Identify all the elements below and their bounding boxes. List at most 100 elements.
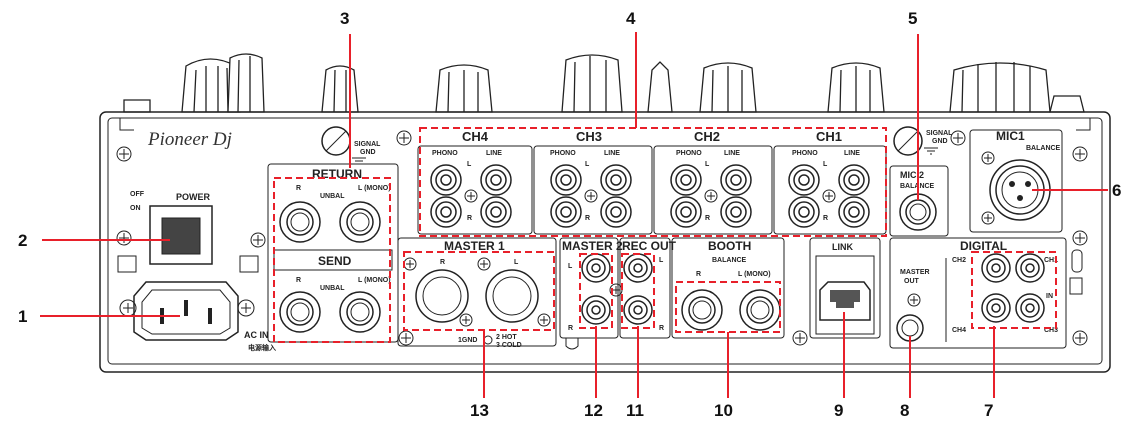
box-booth (675, 281, 781, 333)
svg-text:GND: GND (932, 138, 948, 145)
svg-text:IN: IN (1046, 293, 1053, 300)
callout-12: 12 (584, 401, 603, 420)
callout-5: 5 (908, 9, 917, 28)
svg-text:CH2: CH2 (952, 257, 966, 264)
svg-text:CH1: CH1 (1044, 257, 1058, 264)
svg-text:OFF: OFF (130, 191, 145, 198)
svg-text:R: R (585, 215, 590, 222)
rec-out-output: REC OUT L R (609, 237, 677, 339)
master2-output: MASTER 2 L R (559, 237, 623, 350)
svg-text:R: R (659, 325, 664, 332)
top-knobs (123, 53, 1085, 113)
callout-8: 8 (900, 401, 909, 420)
svg-text:L: L (568, 263, 573, 270)
svg-text:R: R (440, 259, 445, 266)
svg-text:UNBAL: UNBAL (320, 193, 345, 200)
callout-6: 6 (1112, 181, 1121, 200)
svg-text:SIGNAL: SIGNAL (926, 130, 953, 137)
svg-text:LINE: LINE (724, 150, 740, 157)
callout-7: 7 (984, 401, 993, 420)
svg-text:CH1: CH1 (816, 129, 842, 144)
svg-text:GND: GND (360, 149, 376, 156)
svg-text:SIGNAL: SIGNAL (354, 141, 381, 148)
svg-text:MASTER 2: MASTER 2 (562, 239, 623, 253)
svg-text:R: R (696, 271, 701, 278)
svg-text:AC IN: AC IN (244, 330, 269, 340)
svg-text:MIC 2: MIC 2 (900, 170, 924, 180)
svg-text:DIGITAL: DIGITAL (960, 239, 1007, 253)
svg-text:PHONO: PHONO (432, 150, 458, 157)
callout-1: 1 (18, 307, 27, 326)
svg-text:LINE: LINE (604, 150, 620, 157)
svg-text:BALANCE: BALANCE (1026, 145, 1061, 152)
svg-text:L (MONO): L (MONO) (358, 185, 391, 192)
svg-text:3 COLD: 3 COLD (496, 342, 522, 349)
svg-text:LINE: LINE (844, 150, 860, 157)
callout-10: 10 (714, 401, 733, 420)
box-channel-inputs (419, 127, 887, 237)
svg-text:LINE: LINE (486, 150, 502, 157)
master1-output: MASTER 1 R L 1GND 2 HOT 3 COLD (397, 237, 557, 349)
box-digital (971, 251, 1057, 329)
svg-text:SEND: SEND (318, 254, 352, 268)
box-master2 (579, 253, 613, 329)
svg-text:CH3: CH3 (1044, 327, 1058, 334)
svg-text:CH4: CH4 (462, 129, 489, 144)
callout-9: 9 (834, 401, 843, 420)
signal-gnd-right: SIGNAL GND (893, 126, 953, 156)
callout-13: 13 (470, 401, 489, 420)
box-return-send (273, 177, 391, 343)
callout-numbers: 1 2 3 4 5 6 7 8 9 10 11 12 13 (18, 9, 1121, 420)
power-switch: POWER OFF ON (117, 191, 259, 273)
callout-4: 4 (626, 9, 636, 28)
svg-text:PHONO: PHONO (550, 150, 576, 157)
mic1-input: MIC1 BALANCE (969, 129, 1063, 233)
svg-text:2 HOT: 2 HOT (496, 334, 517, 341)
leader-lines (40, 32, 1108, 398)
svg-text:L: L (585, 161, 590, 168)
return-send-section: RETURN R L (MONO) UNBAL SEND R L (MONO) … (267, 163, 399, 343)
svg-text:1GND: 1GND (458, 337, 477, 344)
callout-2: 2 (18, 231, 27, 250)
svg-text:L: L (514, 259, 519, 266)
svg-text:R: R (467, 215, 472, 222)
svg-text:L: L (467, 161, 472, 168)
svg-text:UNBAL: UNBAL (320, 285, 345, 292)
svg-text:电源输入: 电源输入 (248, 343, 276, 352)
ac-inlet: AC IN 电源输入 (119, 281, 276, 352)
digital-section: DIGITAL MASTER OUT CH2 CH1 CH4 CH3 IN (889, 237, 1083, 349)
svg-text:ON: ON (130, 205, 141, 212)
svg-text:CH3: CH3 (576, 129, 602, 144)
booth-output: BOOTH BALANCE R L (MONO) (671, 237, 785, 339)
svg-text:MASTER: MASTER (900, 269, 930, 276)
svg-text:R: R (568, 325, 573, 332)
svg-text:CH4: CH4 (952, 327, 966, 334)
svg-text:PHONO: PHONO (676, 150, 702, 157)
box-rec-out (621, 253, 655, 329)
svg-text:R: R (823, 215, 828, 222)
svg-text:OUT: OUT (904, 278, 920, 285)
svg-text:CH2: CH2 (694, 129, 720, 144)
brand-logo: Pioneer Dj (147, 129, 232, 150)
channel-inputs: CH4 CH3 CH2 CH1 PHONO LINE PHONO LINE PH… (417, 129, 887, 235)
svg-text:PHONO: PHONO (792, 150, 818, 157)
svg-text:R: R (705, 215, 710, 222)
svg-text:L (MONO): L (MONO) (358, 277, 391, 284)
box-master1 (403, 251, 555, 331)
svg-text:POWER: POWER (176, 192, 211, 202)
svg-text:L (MONO): L (MONO) (738, 271, 771, 278)
svg-text:REC OUT: REC OUT (622, 239, 677, 253)
callout-3: 3 (340, 9, 349, 28)
svg-text:L: L (823, 161, 828, 168)
svg-text:LINK: LINK (832, 242, 853, 252)
callout-11: 11 (626, 401, 644, 420)
svg-text:BALANCE: BALANCE (712, 257, 747, 264)
svg-text:MASTER 1: MASTER 1 (444, 239, 505, 253)
signal-gnd-left: SIGNAL GND (321, 126, 381, 165)
svg-text:L: L (705, 161, 710, 168)
callout-boxes (273, 127, 1057, 343)
panel-screws (116, 130, 1088, 346)
svg-text:BOOTH: BOOTH (708, 239, 751, 253)
svg-text:R: R (296, 185, 301, 192)
